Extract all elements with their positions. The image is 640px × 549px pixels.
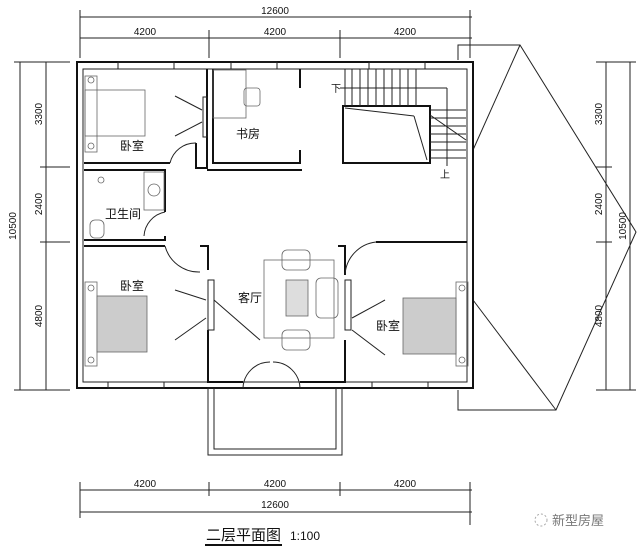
dim-top-total: 12600 xyxy=(261,6,289,17)
room-label-bedroom-top-left: 卧室 xyxy=(120,138,144,153)
bed-top-left xyxy=(84,75,146,153)
room-label-study: 书房 xyxy=(236,126,260,141)
dim-top-1: 4200 xyxy=(134,27,157,38)
right-dimensions: 3300 2400 4800 10500 xyxy=(594,61,636,391)
staircase[interactable]: 下 上 xyxy=(331,69,467,181)
dim-left-2: 2400 xyxy=(34,192,45,215)
dim-left-3: 4800 xyxy=(34,304,45,327)
left-dimensions: 10500 3300 2400 4800 xyxy=(8,61,70,391)
doors xyxy=(143,95,386,389)
bathroom-fixtures xyxy=(89,171,165,239)
dim-left-1: 3300 xyxy=(34,102,45,125)
dim-bottom-total: 12600 xyxy=(261,500,289,511)
dim-bottom-2: 4200 xyxy=(264,479,287,490)
bed-bottom-left xyxy=(84,281,148,367)
room-label-bedroom-right: 卧室 xyxy=(376,318,400,333)
dim-right-3: 4800 xyxy=(594,304,605,327)
dim-right-1: 3300 xyxy=(594,102,605,125)
stairs-down-label: 下 xyxy=(331,84,341,95)
furniture xyxy=(84,69,469,367)
bed-right xyxy=(402,281,469,367)
roof-outline xyxy=(457,44,637,411)
room-label-living-room: 客厅 xyxy=(238,290,262,305)
dim-bottom-1: 4200 xyxy=(134,479,157,490)
watermark-logo-icon xyxy=(534,513,548,527)
stairs-up-label: 上 xyxy=(440,169,450,181)
sofa-set xyxy=(263,249,339,351)
top-dimensions: 12600 4200 4200 4200 xyxy=(79,6,472,58)
bottom-dimensions: 4200 4200 4200 12600 xyxy=(79,479,472,525)
dim-bottom-3: 4200 xyxy=(394,479,417,490)
dim-right-total: 10500 xyxy=(618,212,629,240)
dim-left-total: 10500 xyxy=(8,212,19,240)
room-label-bathroom: 卫生间 xyxy=(105,207,141,221)
drawing-scale: 1:100 xyxy=(290,529,320,543)
walls xyxy=(76,61,474,456)
dim-right-2: 2400 xyxy=(594,192,605,215)
desk-study xyxy=(212,69,261,119)
watermark-text: 新型房屋 xyxy=(552,513,604,529)
drawing-title: 二层平面图 xyxy=(206,526,281,544)
dim-top-2: 4200 xyxy=(264,27,287,38)
dim-top-3: 4200 xyxy=(394,27,417,38)
windows xyxy=(107,61,429,389)
room-label-bedroom-bottom-left: 卧室 xyxy=(120,278,144,293)
